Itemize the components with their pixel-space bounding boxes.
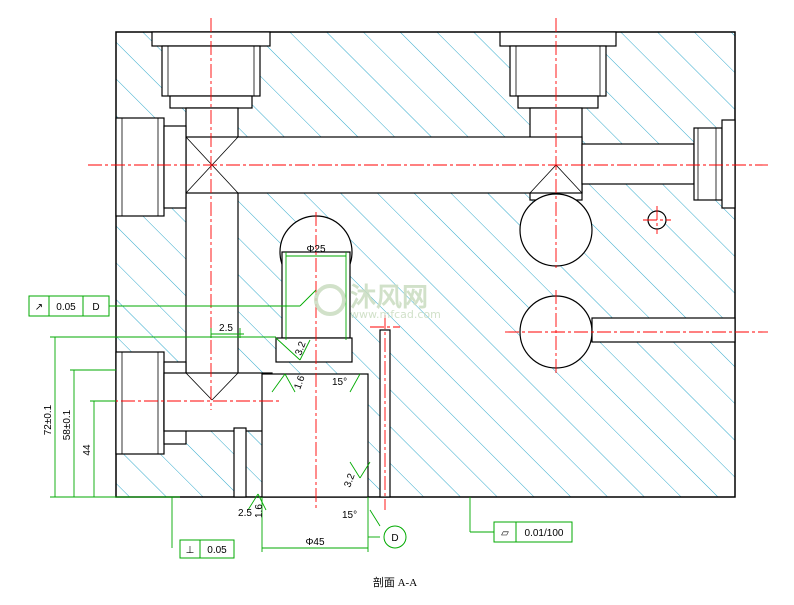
runout-tolerance-frame: ↗ 0.05 D: [28, 295, 110, 317]
perpendicular-value: 0.05: [207, 545, 227, 556]
dim-dia25: Φ25: [306, 244, 326, 255]
dim-h72: 72±0.1: [43, 404, 54, 435]
watermark-text: 沐风网: [350, 283, 428, 313]
dim-dia45: Φ45: [305, 537, 325, 548]
dim-rough-32-b: 3.2: [342, 472, 357, 489]
dim-angle-15-a: 15°: [332, 377, 347, 388]
runout-value: 0.05: [56, 302, 76, 313]
runout-datum: D: [92, 302, 99, 313]
datum-marker: D: [383, 525, 407, 549]
flatness-symbol: ▱: [501, 528, 509, 539]
watermark-url: www.mfcad.com: [350, 308, 441, 321]
dimension-lines: [50, 252, 494, 552]
dim-h58: 58±0.1: [62, 409, 73, 440]
dim-h44: 44: [82, 444, 93, 456]
dim-rough-32: 3.2: [293, 340, 308, 357]
dim-angle-15-b: 15°: [342, 510, 357, 521]
dim-rough-16-a: 1.6: [292, 374, 307, 391]
runout-symbol: ↗: [35, 302, 43, 313]
flatness-tolerance-frame: ▱ 0.01/100: [493, 521, 573, 543]
section-caption: 剖面 A-A: [373, 575, 417, 589]
watermark: 沐风网 www.mfcad.com: [314, 283, 441, 321]
datum-label: D: [391, 533, 398, 544]
dim-rough-16-b: 1.6: [254, 504, 265, 518]
center-lines: [88, 18, 768, 510]
thread-lines: [121, 46, 717, 454]
dim-chamfer-bottom: 2.5: [238, 508, 252, 519]
dimension-texts: Φ25 2.5 3.2 1.6 15° 3.2 15° 2.5 1.6 Φ45 …: [43, 244, 358, 548]
perpendicular-symbol: ⊥: [186, 545, 195, 556]
dim-chamfer-top: 2.5: [219, 323, 233, 334]
bore-cavities: [115, 31, 736, 498]
perpendicular-tolerance-frame: ⊥ 0.05: [179, 539, 235, 559]
flatness-value: 0.01/100: [525, 528, 564, 539]
